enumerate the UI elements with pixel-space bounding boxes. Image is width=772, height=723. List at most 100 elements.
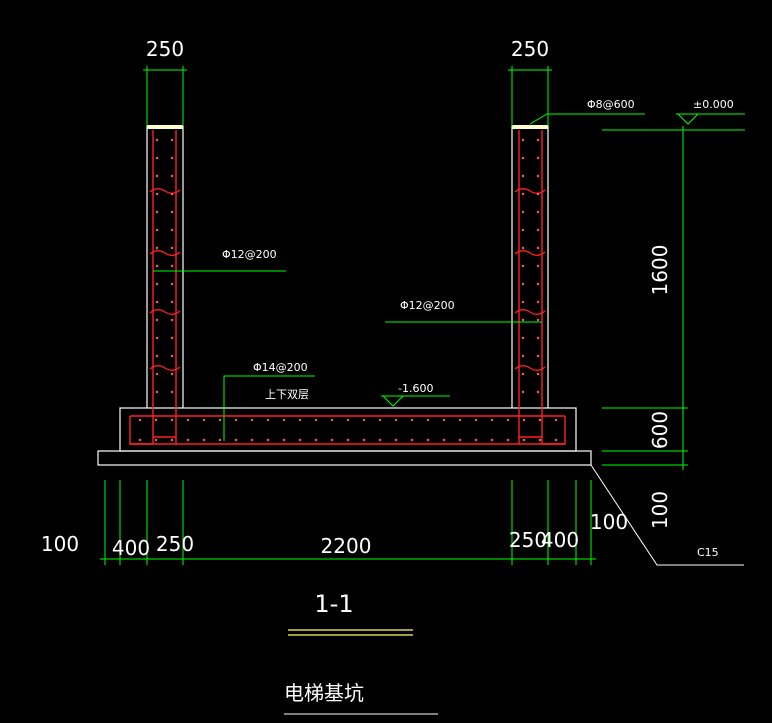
rebar-dot xyxy=(458,418,462,422)
rebar-dot xyxy=(218,418,222,422)
rebar-dot xyxy=(170,300,174,304)
concrete-grade-label: C15 xyxy=(697,546,719,559)
rebar-dot xyxy=(536,318,540,322)
rebar-dot xyxy=(202,438,206,442)
rebar-dot xyxy=(155,282,159,286)
rebar-dot xyxy=(170,318,174,322)
dim-bottom-inner-span: 2200 xyxy=(321,534,372,558)
rebar-dot xyxy=(536,210,540,214)
rebar-tie xyxy=(514,250,546,256)
rebar-dot xyxy=(330,438,334,442)
drawing-title: 电梯基坑 xyxy=(284,681,364,705)
rebar-dot xyxy=(314,438,318,442)
level-pit-bottom-label: -1.600 xyxy=(398,382,433,395)
right-heel-bar xyxy=(542,416,566,445)
rebar-dot xyxy=(186,418,190,422)
rebar-dot xyxy=(155,228,159,232)
rebar-dot xyxy=(170,418,174,422)
rebar-dot xyxy=(186,438,190,442)
level-triangle-top xyxy=(676,113,700,125)
rebar-dot xyxy=(170,390,174,394)
rebar-dot xyxy=(234,418,238,422)
rebar-dot xyxy=(155,318,159,322)
rebar-dot xyxy=(362,418,366,422)
rebar-dot xyxy=(410,438,414,442)
rebar-left-wall-label: Φ12@200 xyxy=(222,248,277,261)
rebar-dot xyxy=(330,418,334,422)
rebar-dot xyxy=(554,418,558,422)
rebar-dot xyxy=(314,418,318,422)
rebar-dot xyxy=(410,418,414,422)
rebar-dot xyxy=(155,300,159,304)
dim-height-wall: 1600 xyxy=(648,245,672,296)
c15-leader xyxy=(590,464,744,566)
left-wall-cap xyxy=(147,125,183,129)
rebar-top-tie-label: Φ8@600 xyxy=(587,98,635,111)
rebar-dot xyxy=(536,300,540,304)
rebar-tie xyxy=(514,365,546,371)
rebar-dot xyxy=(521,354,525,358)
rebar-dot xyxy=(155,192,159,196)
level-top-label: ±0.000 xyxy=(693,98,734,111)
rebar-dot xyxy=(536,246,540,250)
rebar-dot xyxy=(154,438,158,442)
level-triangle-pit-bottom xyxy=(381,395,405,407)
rebar-dot xyxy=(521,318,525,322)
rebar-dot xyxy=(170,192,174,196)
rebar-dot xyxy=(282,418,286,422)
rebar-dot xyxy=(346,418,350,422)
rebar-dot xyxy=(155,336,159,340)
left-heel-bar xyxy=(129,416,153,445)
rebar-dot xyxy=(474,418,478,422)
rebar-dot xyxy=(218,438,222,442)
rebar-dot xyxy=(170,354,174,358)
rebar-dot xyxy=(170,210,174,214)
rebar-dot xyxy=(536,156,540,160)
rebar-dot xyxy=(346,438,350,442)
rebar-tie xyxy=(149,365,181,371)
rebar-dot xyxy=(170,228,174,232)
rebar-dot xyxy=(521,156,525,160)
rebar-dot xyxy=(442,438,446,442)
rebar-dot xyxy=(170,174,174,178)
rebar-dot xyxy=(155,174,159,178)
rebar-right-wall-label: Φ12@200 xyxy=(400,299,455,312)
dim-bottom-left-wall: 250 xyxy=(156,532,194,556)
rebar-ties xyxy=(149,188,546,371)
rebar-tie xyxy=(514,309,546,315)
dimension-lines xyxy=(100,66,745,565)
rebar-dot xyxy=(506,418,510,422)
rebar-dot xyxy=(394,438,398,442)
dim-bottom-right-outer: 100 xyxy=(590,510,628,534)
rebar-dot xyxy=(170,138,174,142)
rebar-slab-label: Φ14@200 xyxy=(253,361,308,374)
rebar-tie xyxy=(149,250,181,256)
rebar-dot xyxy=(521,228,525,232)
bedding-layer-outline xyxy=(97,450,592,466)
concrete-outline xyxy=(97,125,592,466)
rebar-dot xyxy=(170,264,174,268)
rebar-tie xyxy=(514,188,546,194)
rebar-dot xyxy=(155,390,159,394)
rebar-dot xyxy=(521,174,525,178)
dim-bottom-right-heel: 400 xyxy=(541,528,579,552)
rebar-dot xyxy=(362,438,366,442)
rebar-dot xyxy=(426,438,430,442)
rebar-dot xyxy=(521,210,525,214)
rebar-dot xyxy=(394,418,398,422)
rebar-dot xyxy=(521,246,525,250)
dim-height-slab: 600 xyxy=(648,411,672,449)
rebar-dot xyxy=(536,282,540,286)
rebar-dot xyxy=(378,418,382,422)
rebar-dot xyxy=(554,438,558,442)
right-wall-cap xyxy=(512,125,548,129)
rebar-dot xyxy=(155,264,159,268)
rebar-dot xyxy=(490,418,494,422)
rebar-dot xyxy=(538,438,542,442)
rebar-dot xyxy=(536,336,540,340)
rebar-dot xyxy=(138,418,142,422)
rebar-dot xyxy=(202,418,206,422)
rebar-dots xyxy=(138,138,558,442)
rebar-dot xyxy=(378,438,382,442)
rebar-dot xyxy=(522,418,526,422)
